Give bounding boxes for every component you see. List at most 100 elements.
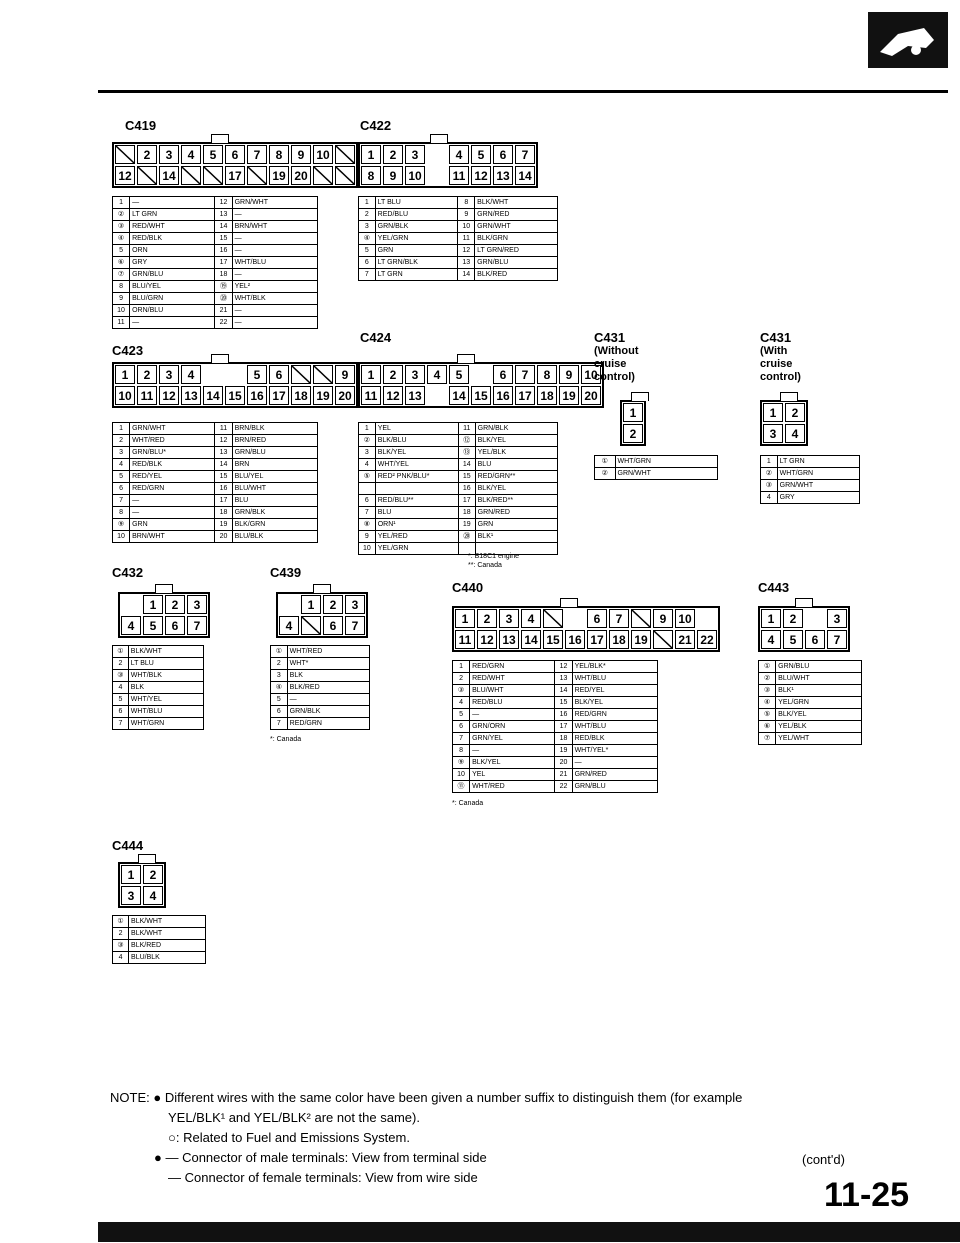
c419-pin [313,166,333,185]
c419-terminal: 22 [214,316,233,329]
c419-wire-color: LT GRN [129,208,216,221]
c423-wire-color: BRN/RED [231,434,319,447]
c424-footnote-canada: **: Canada [468,562,502,569]
c443-pin: 7 [827,630,847,649]
c424-pin: 17 [515,386,535,405]
c439-wire-row: 5— [270,693,371,706]
c432-wire-color: BLK/WHT [127,645,205,658]
c443-lock-tab [795,598,814,607]
c440-pin: 7 [609,609,629,628]
c443-pin [805,609,825,628]
c423-terminal: 17 [214,494,233,507]
c424-terminal: 1 [358,422,376,435]
c432-pin [121,595,141,614]
c432-terminal: 6 [112,705,129,718]
c423-label: C423 [112,343,143,358]
c423-terminal: 16 [214,482,233,495]
c423-terminal: 5 [111,470,131,483]
c422-terminal: 5 [358,244,376,257]
c424-terminal: 3 [358,446,376,459]
c440-wire-color: WHT/RED [469,780,556,793]
c423-wire-color: GRN/WHT [129,422,216,435]
c440-terminal: ⑨ [451,756,471,769]
c419-wire-color: RED/BLK [129,232,216,245]
c424-wire-color: RED² PNK/BLU* [374,470,459,483]
c440-pin: 2 [477,609,497,628]
c423-wire-color: RED/GRN [129,482,216,495]
c422-pin: 14 [515,166,535,185]
c440-pin: 13 [499,630,519,649]
c431b-wire-color: GRY [776,491,861,504]
c423-terminal: 4 [111,458,131,471]
c440-wire-color: RED/YEL [571,684,659,697]
c440-wire-color: RED/BLK [571,732,659,745]
c439-wire-color: BLK [286,669,371,682]
c419-pin: 19 [269,166,289,185]
c439-terminal: 7 [270,717,288,730]
c439-pin: 6 [323,616,343,635]
c423-pin: 20 [335,386,355,405]
c431b-title-line: (With [760,345,788,357]
c423-wire-color: — [129,494,216,507]
c439-pin: 1 [301,595,321,614]
c419-terminal: 16 [214,244,233,257]
c424-terminal: ⑫ [457,434,476,447]
c423-wire-color: GRN/BLU* [129,446,216,459]
c424-footnote-engine: *: B18C1 engine [468,553,519,560]
c439-wire-color: — [286,693,371,706]
c423-terminal: ⑨ [111,518,131,531]
c419-pin: 5 [203,145,223,164]
c422-wire-color: LT GRN [374,268,459,281]
c424-wire-color: GRN/RED [474,506,559,519]
c424-wire-color: RED/GRN** [474,470,559,483]
c422-lock-tab [430,134,449,143]
c424-label: C424 [360,330,391,345]
c419-wire-color: BLU/YEL [129,280,216,293]
c439-terminal: 2 [270,657,288,670]
c432-terminal: 2 [112,657,129,670]
c424-terminal: 17 [457,494,476,507]
c440-terminal: 20 [554,756,573,769]
c431a-title-line: (Without [594,345,639,357]
c431a-lock-tab [630,392,649,401]
c443-wire-color: YEL/BLK [775,720,862,733]
c440-id: C440 [452,580,484,595]
c431a-terminal: ① [594,455,616,468]
c443-pin: 1 [761,609,781,628]
c424-terminal: 6 [358,494,376,507]
c424-pin: 12 [383,386,403,405]
c439-terminal: 6 [270,705,288,718]
c419-terminal: ⑥ [111,256,131,269]
c424-wire-color: GRN/BLK [474,422,559,435]
c423-pin [225,365,245,384]
c443-terminal: ⑤ [757,708,777,721]
c424-terminal: ⑤ [358,470,376,483]
c443-id: C443 [758,580,790,595]
c432-terminal: ③ [112,669,129,682]
c439-pin [301,616,321,635]
c422-pin: 12 [471,166,491,185]
c423-terminal: 8 [111,506,131,519]
c419-terminal: 11 [111,316,131,329]
c443-pin: 5 [783,630,803,649]
c422-wire-color: LT BLU [374,196,459,209]
